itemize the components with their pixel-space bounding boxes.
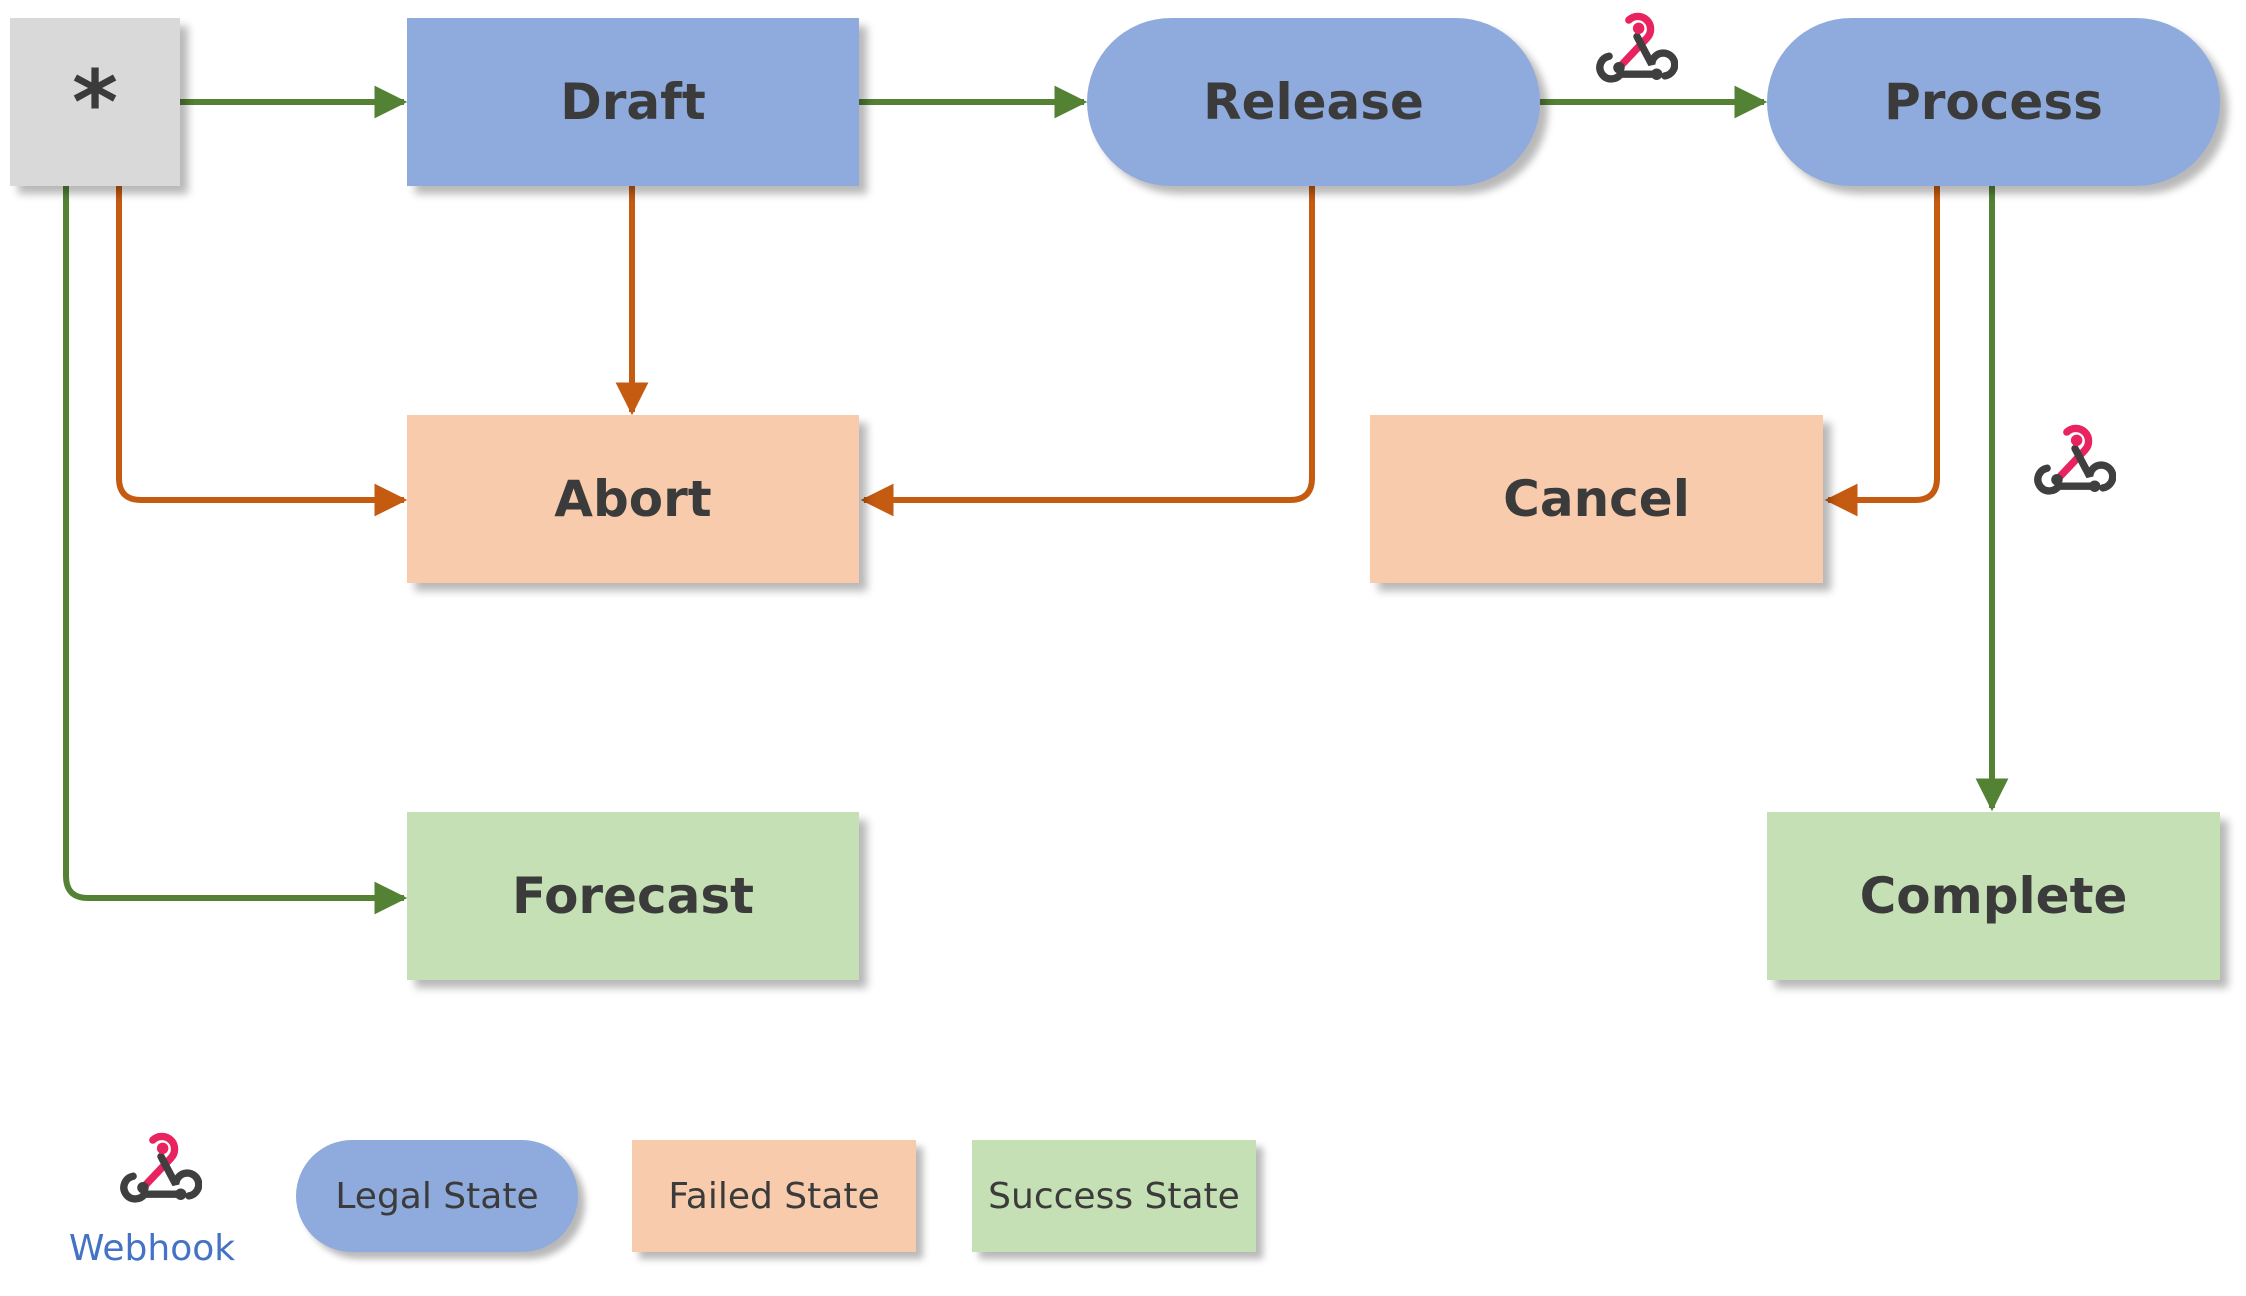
start-node: * [10, 18, 180, 186]
legend-success-state-label: Success State [988, 1175, 1240, 1217]
state-process: Process [1767, 18, 2220, 186]
legend-webhook-label: Webhook [68, 1228, 236, 1269]
state-abort-label: Abort [554, 470, 712, 528]
state-forecast: Forecast [407, 812, 859, 980]
edge-release-to-abort [860, 186, 1315, 517]
webhook-icon [2034, 424, 2116, 495]
legend-failed-state: Failed State [632, 1140, 916, 1252]
legend-legal-state: Legal State [296, 1140, 578, 1252]
state-cancel-label: Cancel [1503, 470, 1690, 528]
state-complete: Complete [1767, 812, 2220, 980]
state-draft: Draft [407, 18, 859, 186]
state-forecast-label: Forecast [511, 867, 755, 925]
state-complete-label: Complete [1859, 867, 2128, 925]
legend-failed-state-label: Failed State [668, 1175, 880, 1217]
webhook-icon [120, 1132, 202, 1203]
edge-process-to-cancel [1824, 186, 1940, 517]
legend-success-state: Success State [972, 1140, 1256, 1252]
state-abort: Abort [407, 415, 859, 583]
state-release: Release [1087, 18, 1540, 186]
webhook-icon [1596, 12, 1678, 83]
edge-start-to-forecast [63, 186, 408, 915]
state-release-label: Release [1203, 73, 1424, 131]
state-draft-label: Draft [560, 73, 706, 131]
edge-start-to-abort [116, 186, 408, 517]
start-node-label: * [71, 50, 119, 154]
state-process-label: Process [1884, 73, 2103, 131]
legend-legal-state-label: Legal State [335, 1175, 539, 1217]
state-cancel: Cancel [1370, 415, 1823, 583]
